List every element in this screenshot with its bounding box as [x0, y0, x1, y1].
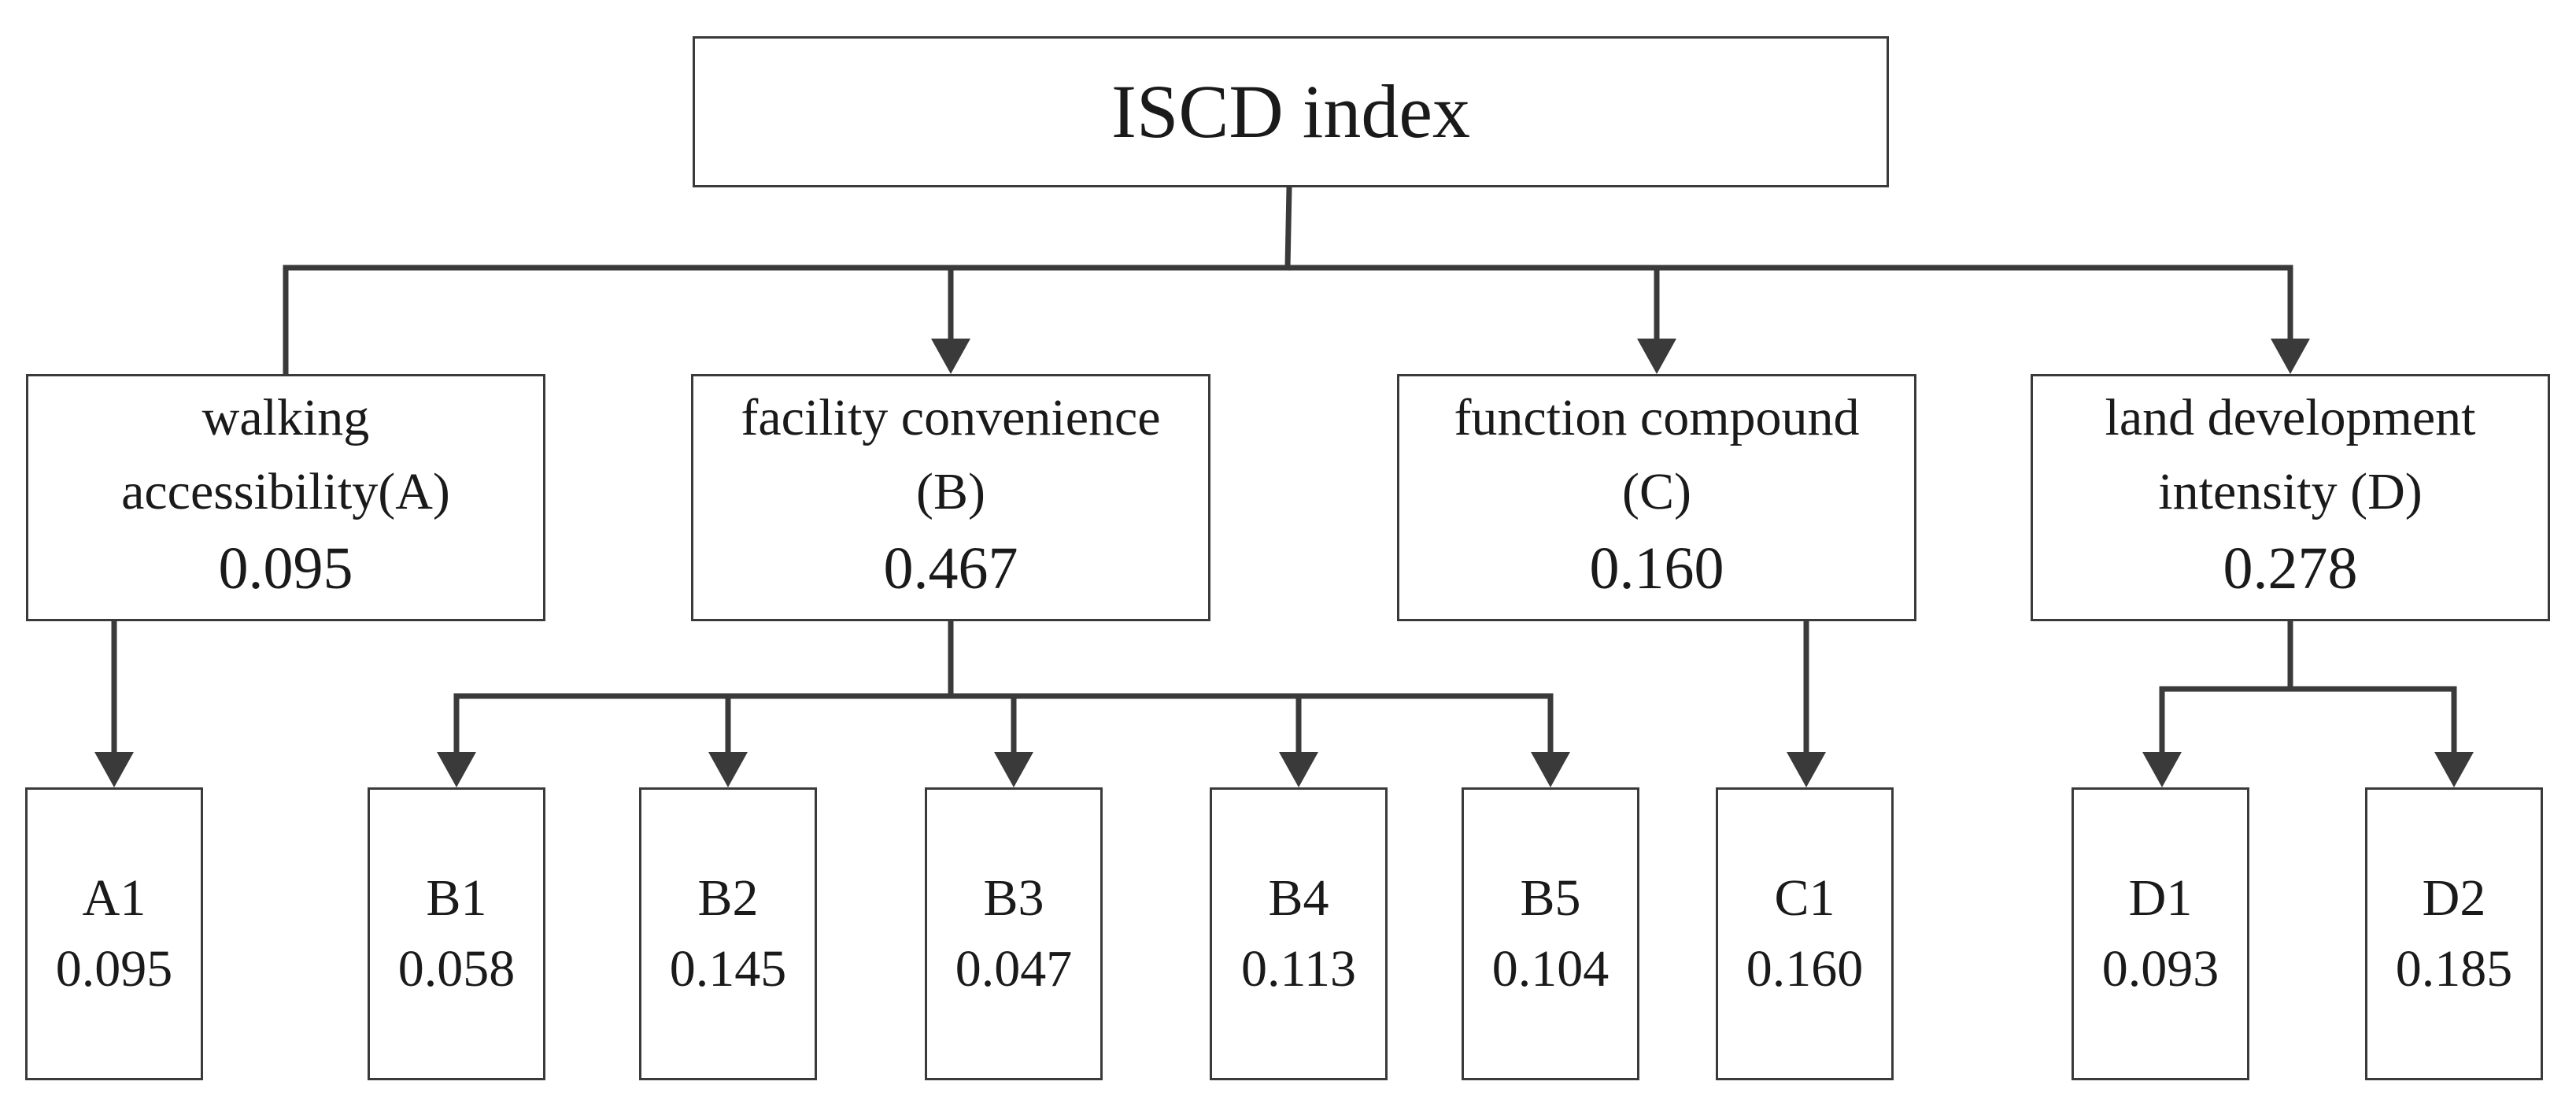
indicator-d1-weight: 0.093 — [2101, 940, 2219, 998]
category-a-weight: 0.095 — [218, 535, 353, 602]
indicator-b5-code: B5 — [1520, 869, 1581, 927]
category-d-label-line2: intensity (D) — [2158, 463, 2423, 520]
indicator-b3-node: B3 0.047 — [925, 787, 1103, 1080]
indicator-c1-weight: 0.160 — [1746, 940, 1864, 998]
indicator-b4-weight: 0.113 — [1240, 940, 1357, 998]
category-b-weight: 0.467 — [883, 535, 1018, 602]
category-d-label-line1: land development — [2105, 389, 2476, 446]
indicator-d2-weight: 0.185 — [2395, 940, 2513, 998]
indicator-b2-node: B2 0.145 — [639, 787, 817, 1080]
category-a-node: walking accessibility(A) 0.095 — [26, 374, 545, 621]
category-b-label-line2: (B) — [916, 463, 985, 520]
indicator-d1-code: D1 — [2128, 869, 2193, 927]
category-d-node: land development intensity (D) 0.278 — [2031, 374, 2550, 621]
indicator-b1-code: B1 — [426, 869, 487, 927]
arrowhead-b1 — [437, 752, 476, 787]
indicator-b3-weight: 0.047 — [955, 940, 1073, 998]
arrowhead-b — [931, 339, 970, 374]
indicator-b1-weight: 0.058 — [397, 940, 516, 998]
category-b-node: facility convenience (B) 0.467 — [691, 374, 1210, 621]
indicator-b1-node: B1 0.058 — [368, 787, 545, 1080]
indicator-b4-code: B4 — [1268, 869, 1329, 927]
indicator-a1-weight: 0.095 — [55, 940, 173, 998]
arrowhead-c1 — [1787, 752, 1826, 787]
category-c-weight: 0.160 — [1589, 535, 1724, 602]
arrowhead-b5 — [1531, 752, 1570, 787]
category-c-node: function compound (C) 0.160 — [1397, 374, 1916, 621]
indicator-d1-node: D1 0.093 — [2072, 787, 2249, 1080]
root-node: ISCD index — [693, 36, 1889, 187]
arrowhead-d2 — [2434, 752, 2474, 787]
indicator-b3-code: B3 — [983, 869, 1044, 927]
root-title: ISCD index — [1111, 69, 1470, 154]
category-c-label-line2: (C) — [1622, 463, 1691, 520]
category-c-label-line1: function compound — [1454, 389, 1860, 446]
indicator-d2-code: D2 — [2422, 869, 2486, 927]
indicator-b2-weight: 0.145 — [669, 940, 787, 998]
connector-root-stem — [1284, 184, 1292, 271]
category-d-weight: 0.278 — [2223, 535, 2358, 602]
arrowhead-b2 — [708, 752, 748, 787]
indicator-b5-node: B5 0.104 — [1462, 787, 1639, 1080]
arrowhead-d — [2271, 339, 2310, 374]
category-b-label-line1: facility convenience — [741, 389, 1161, 446]
indicator-b5-weight: 0.104 — [1491, 940, 1610, 998]
indicator-c1-code: C1 — [1774, 869, 1835, 927]
arrowhead-b3 — [994, 752, 1033, 787]
indicator-a1-node: A1 0.095 — [25, 787, 203, 1080]
indicator-d2-node: D2 0.185 — [2365, 787, 2543, 1080]
arrowhead-b4 — [1279, 752, 1318, 787]
category-a-label-line2: accessibility(A) — [121, 463, 450, 520]
arrowhead-a1 — [94, 752, 134, 787]
indicator-b4-node: B4 0.113 — [1210, 787, 1388, 1080]
indicator-c1-node: C1 0.160 — [1716, 787, 1894, 1080]
arrowhead-c — [1637, 339, 1676, 374]
indicator-b2-code: B2 — [697, 869, 759, 927]
category-a-label-line1: walking — [201, 389, 370, 446]
indicator-a1-code: A1 — [82, 869, 146, 927]
arrowhead-d1 — [2142, 752, 2182, 787]
